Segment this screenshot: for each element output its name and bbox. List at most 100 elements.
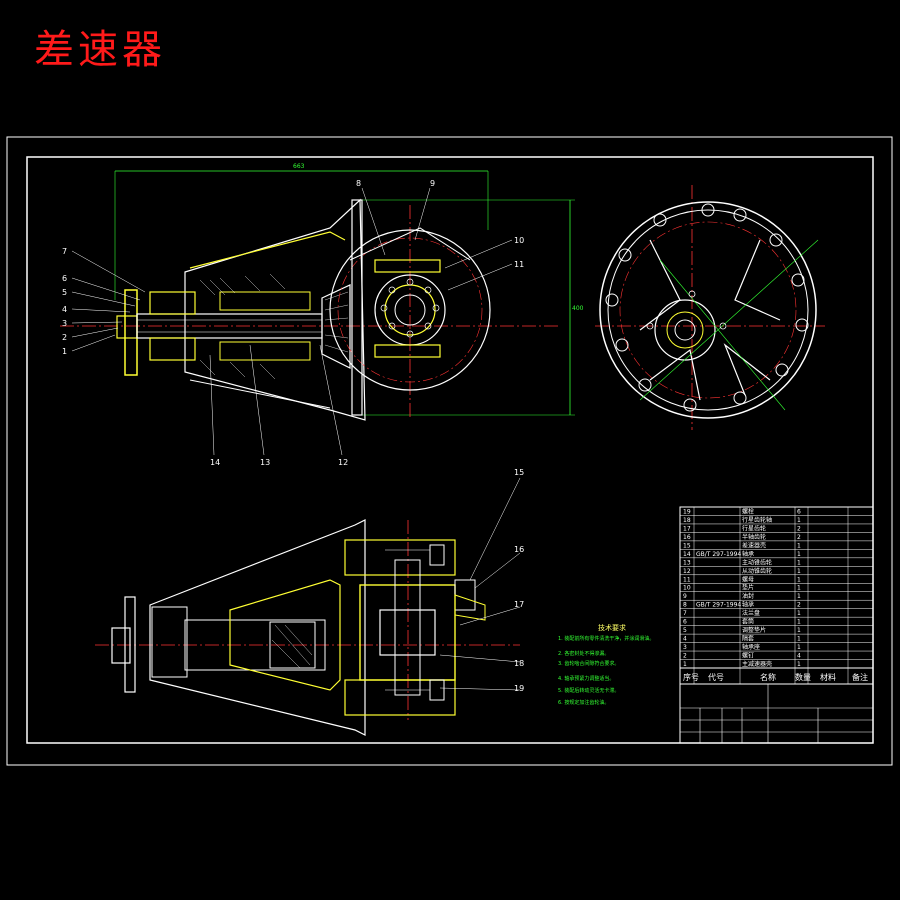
part-label-14: 14 — [210, 458, 220, 467]
part-label-9: 9 — [430, 179, 435, 188]
row-code: GB/T 297-1994 — [696, 602, 741, 609]
dimension-right: 400 — [572, 305, 584, 312]
technical-note-line: 3. 齿轮啮合间隙符合要求。 — [558, 660, 619, 667]
row-qty: 1 — [797, 661, 801, 668]
inner-frame — [26, 156, 874, 744]
technical-note-line: 1. 装配前所有零件清洗干净，并涂润滑油。 — [558, 635, 654, 642]
row-no: 2 — [683, 653, 687, 660]
row-name: 轴承 — [742, 601, 754, 609]
row-qty: 1 — [797, 593, 801, 600]
row-name: 主动锥齿轮 — [742, 558, 772, 566]
row-no: 16 — [683, 534, 691, 541]
technical-note-line: 6. 按规定加注齿轮油。 — [558, 699, 609, 706]
row-qty: 6 — [797, 508, 801, 515]
technical-note-line: 4. 轴承预紧力调整适当。 — [558, 675, 614, 682]
section-view-main: 663 400 — [60, 163, 584, 456]
row-name: 轴承座 — [742, 643, 760, 651]
row-name: 主减速器壳 — [742, 660, 772, 668]
row-no: 13 — [683, 559, 691, 566]
row-code: GB/T 297-1994 — [696, 551, 741, 558]
part-label-1: 1 — [62, 347, 67, 356]
row-qty: 1 — [797, 585, 801, 592]
row-qty: 1 — [797, 644, 801, 651]
row-no: 18 — [683, 517, 691, 524]
header-name: 名称 — [760, 672, 776, 682]
row-qty: 1 — [797, 610, 801, 617]
row-qty: 1 — [797, 576, 801, 583]
end-view — [595, 185, 825, 430]
row-qty: 1 — [797, 568, 801, 575]
row-name: 油封 — [742, 592, 754, 600]
row-name: 螺钉 — [742, 652, 754, 660]
part-label-10: 10 — [514, 236, 524, 245]
part-label-8: 8 — [356, 179, 361, 188]
part-label-6: 6 — [62, 274, 67, 283]
dimension-top: 663 — [293, 163, 305, 170]
row-qty: 1 — [797, 627, 801, 634]
part-label-12: 12 — [338, 458, 348, 467]
row-no: 5 — [683, 627, 687, 634]
row-name: 隔套 — [742, 635, 754, 643]
row-no: 17 — [683, 525, 691, 532]
row-qty: 1 — [797, 619, 801, 626]
technical-notes-heading: 技术要求 — [598, 623, 626, 632]
header-material: 材料 — [820, 672, 836, 682]
row-name: 法兰盘 — [742, 609, 760, 617]
row-name: 轴承 — [742, 550, 754, 558]
technical-notes: 技术要求 1. 装配前所有零件清洗干净，并涂润滑油。 2. 各密封处不得渗漏。 … — [558, 623, 654, 706]
part-label-2: 2 — [62, 333, 67, 342]
header-code: 代号 — [708, 672, 724, 682]
row-no: 14 — [683, 551, 691, 558]
row-name: 垫片 — [742, 584, 754, 592]
part-label-13: 13 — [260, 458, 270, 467]
drawing-title: 差速器 — [34, 27, 166, 73]
part-label-11: 11 — [514, 260, 524, 269]
row-no: 11 — [683, 576, 691, 583]
row-no: 1 — [683, 661, 687, 668]
header-no: 序号 — [683, 672, 699, 682]
row-name: 调整垫片 — [742, 626, 766, 634]
outer-frame — [6, 136, 893, 766]
section-view-lower — [95, 477, 521, 736]
part-label-19: 19 — [514, 684, 524, 693]
row-no: 4 — [683, 636, 687, 643]
row-name: 半轴齿轮 — [742, 533, 766, 541]
labels-left: 7 6 5 4 3 2 1 — [62, 247, 67, 356]
row-qty: 2 — [797, 525, 801, 532]
part-label-7: 7 — [62, 247, 67, 256]
technical-note-line: 2. 各密封处不得渗漏。 — [558, 650, 609, 657]
part-label-4: 4 — [62, 305, 67, 314]
labels-bottom: 14 13 12 — [210, 458, 348, 467]
row-no: 3 — [683, 644, 687, 651]
row-qty: 1 — [797, 551, 801, 558]
row-qty: 2 — [797, 534, 801, 541]
row-name: 差速器壳 — [742, 541, 766, 549]
row-no: 6 — [683, 619, 687, 626]
row-name: 从动锥齿轮 — [742, 567, 772, 575]
row-no: 8 — [683, 602, 687, 609]
part-label-5: 5 — [62, 288, 67, 297]
row-qty: 1 — [797, 559, 801, 566]
row-no: 15 — [683, 542, 691, 549]
part-label-17: 17 — [514, 600, 524, 609]
row-name: 行星齿轮 — [742, 524, 766, 532]
row-no: 9 — [683, 593, 687, 600]
row-qty: 1 — [797, 517, 801, 524]
part-label-18: 18 — [514, 659, 524, 668]
part-label-16: 16 — [514, 545, 524, 554]
technical-note-line: 5. 装配后转动灵活无卡滞。 — [558, 687, 619, 694]
part-label-3: 3 — [62, 319, 67, 328]
row-name: 螺母 — [742, 575, 754, 583]
row-qty: 4 — [797, 653, 801, 660]
row-no: 10 — [683, 585, 691, 592]
labels-top: 8 9 10 11 — [356, 179, 524, 269]
row-qty: 2 — [797, 602, 801, 609]
header-remark: 备注 — [852, 672, 868, 682]
row-no: 12 — [683, 568, 691, 575]
row-no: 19 — [683, 508, 691, 515]
part-label-15: 15 — [514, 468, 524, 477]
row-no: 7 — [683, 610, 687, 617]
header-qty: 数量 — [795, 672, 811, 682]
